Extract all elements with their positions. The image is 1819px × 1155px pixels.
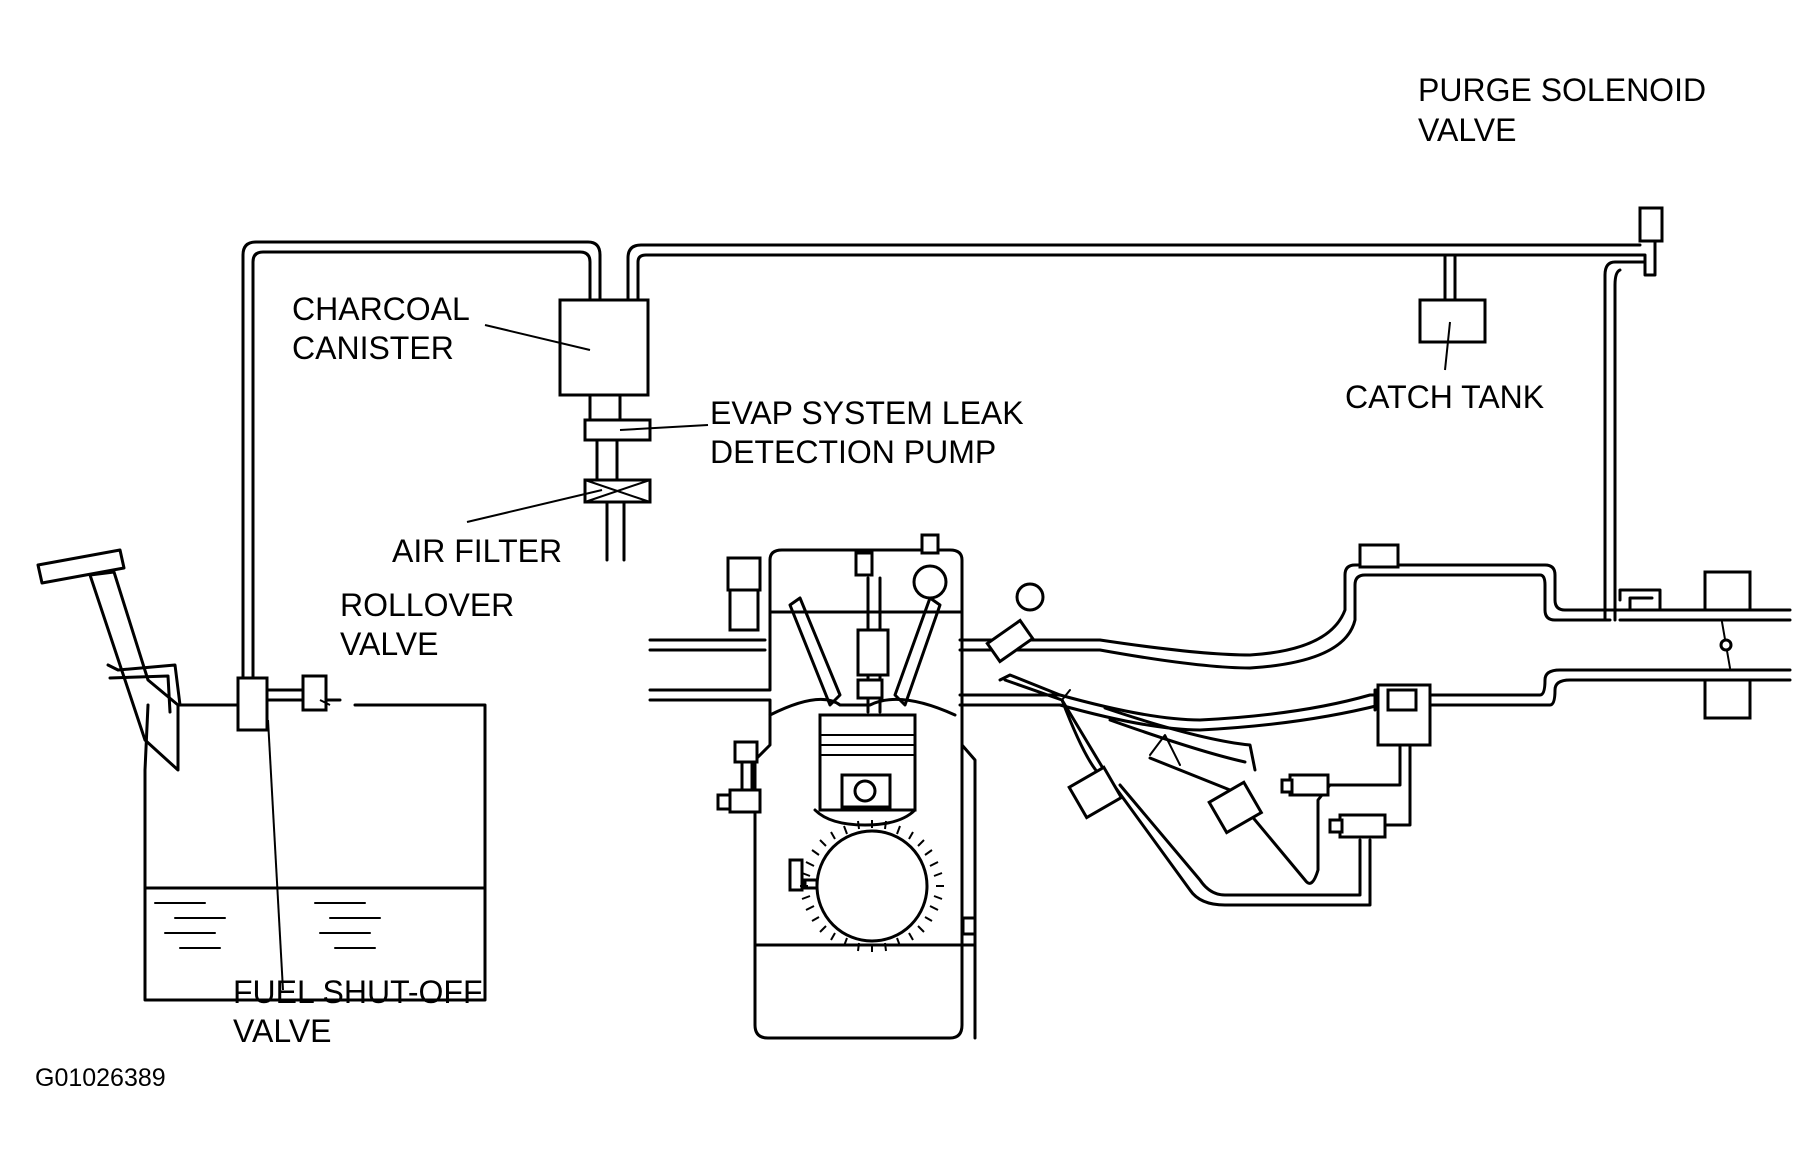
label-canister-line1: CHARCOAL	[292, 291, 469, 327]
cam-sensor	[920, 533, 940, 555]
engine	[716, 533, 1045, 1040]
label-purge-solenoid-valve: PURGE SOLENOID VALVE	[1418, 72, 1715, 148]
crank-teeth	[800, 820, 944, 952]
label-rollover-valve: ROLLOVER VALVE	[340, 587, 523, 662]
intake-manifold	[648, 563, 1792, 772]
air-filter	[583, 478, 652, 504]
fuel-tank	[36, 548, 487, 1002]
label-rollover-line2: VALVE	[340, 626, 438, 662]
charcoal-canister	[558, 298, 650, 397]
figure-code: G01026389	[35, 1064, 166, 1092]
label-catch-tank: CATCH TANK	[1345, 379, 1544, 415]
leader-lines	[267, 321, 1451, 991]
label-purge-line2: VALVE	[1418, 112, 1516, 148]
purge-solenoid-valve	[1638, 206, 1664, 243]
evap-leak-detection-pump	[583, 418, 652, 442]
throttle-sensor	[1703, 678, 1752, 720]
rollover-valve	[301, 674, 328, 712]
label-shutoff-line2: VALVE	[233, 1013, 331, 1049]
label-canister-line2: CANISTER	[292, 330, 454, 366]
fuel-injector	[985, 618, 1035, 664]
label-air-filter: AIR FILTER	[392, 533, 562, 569]
fuel-shutoff-valve	[236, 676, 269, 732]
catch-tank	[1418, 298, 1487, 344]
label-shutoff-line1: FUEL SHUT-OFF	[233, 974, 482, 1010]
label-evap-line1: EVAP SYSTEM LEAK	[710, 395, 1024, 431]
fuel-level-marks	[154, 902, 381, 949]
label-charcoal-canister: CHARCOAL CANISTER	[292, 291, 478, 366]
manifold-sensor	[1703, 570, 1752, 612]
purge-connector	[1358, 543, 1400, 569]
label-rollover-line1: ROLLOVER	[340, 587, 514, 623]
tank-vapor-line	[241, 240, 602, 680]
label-evap-line2: DETECTION PUMP	[710, 434, 996, 470]
label-evap-leak-detection-pump: EVAP SYSTEM LEAK DETECTION PUMP	[710, 395, 1033, 470]
egr-plumbing	[998, 673, 1432, 907]
label-purge-line1: PURGE SOLENOID	[1418, 72, 1706, 108]
label-fuel-shutoff-valve: FUEL SHUT-OFF VALVE	[233, 974, 491, 1049]
